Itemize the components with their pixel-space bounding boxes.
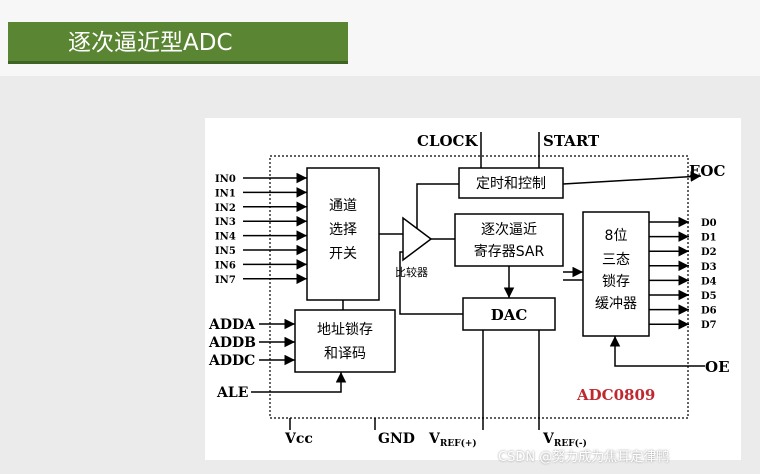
input-label-in0: IN0 [215,174,236,185]
latch-block-label-line1: 地址锁存 [317,322,373,338]
addb-label: ADDB [208,335,256,351]
input-label-in4: IN4 [215,232,236,243]
output-label-d5: D5 [701,291,717,302]
comparator-symbol [402,216,433,262]
output-label-d1: D1 [701,233,717,244]
output-label-d3: D3 [701,262,717,273]
output-label-d7: D7 [701,320,717,331]
input-label-in2: IN2 [215,203,236,214]
sar-block-label-line2: 寄存器SAR [474,243,545,260]
mux-block-label-line3: 开关 [329,246,357,262]
buffer-block-label-line4: 缓冲器 [595,296,637,312]
ale-label: ALE [216,385,248,401]
timing-block-label: 定时和控制 [476,176,546,192]
input-label-in5: IN5 [215,246,236,257]
dac-block [462,297,556,331]
input-label-in7: IN7 [215,275,236,286]
comparator-label: 比较器 [395,265,428,279]
slide-title: 逐次逼近型ADC [8,22,348,64]
clock-label: CLOCK [417,132,478,150]
vcc-label: Vcc [284,431,313,447]
gnd-label: GND [378,431,415,447]
input-label-in3: IN3 [215,217,236,228]
output-label-d6: D6 [701,306,717,317]
sar-block-label-line1: 逐次逼近 [481,222,537,238]
start-label: START [543,132,600,150]
adc0809-block-diagram: CLOCK START EOC OE ADC0809 定时和控制 逐次逼近 寄存… [208,132,730,449]
vref-pos-label: VREF(+) [428,431,477,449]
latch-block [294,309,396,373]
chip-label: ADC0809 [576,386,655,404]
chip-boundary [269,155,689,419]
addc-label: ADDC [208,353,255,369]
latch-block-label-line2: 和译码 [324,346,366,362]
oe-label: OE [705,358,730,376]
watermark: CSDN @努力成为焦耳定律鸭 [498,450,670,465]
input-label-in6: IN6 [215,260,236,271]
mux-block-label-line1: 通道 [329,198,357,214]
vref-neg-label: VREF(-) [542,431,587,449]
buffer-block-label-line1: 8位 [605,228,628,244]
timing-block [458,167,564,199]
mux-block-label-line2: 选择 [329,222,357,238]
buffer-block-label-line2: 三态 [602,252,630,268]
dac-block-label: DAC [491,306,528,324]
buffer-block [582,211,650,337]
output-label-d4: D4 [701,276,717,287]
output-label-d0: D0 [701,218,717,229]
input-label-in1: IN1 [215,188,236,199]
buffer-block-label-line3: 锁存 [602,274,630,290]
output-label-d2: D2 [701,247,717,258]
eoc-label: EOC [689,162,725,180]
adda-label: ADDA [208,317,256,333]
sar-block [454,213,564,267]
